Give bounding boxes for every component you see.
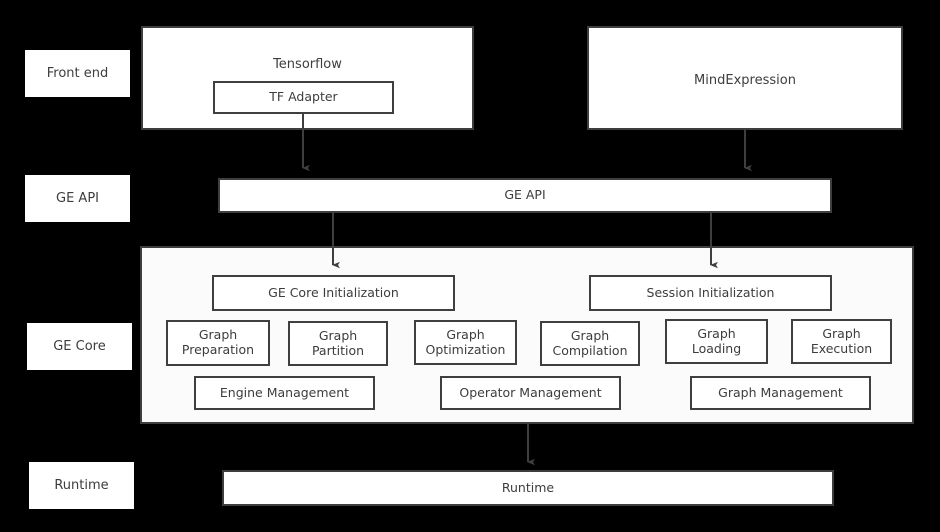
layer-label-runtime: Runtime [29,462,134,509]
module-line-2: Partition [311,342,365,358]
graph-management-box[interactable]: Graph Management [690,376,871,410]
session-initialization-box[interactable]: Session Initialization [589,275,832,311]
session-initialization-label: Session Initialization [646,284,775,300]
module-line-2: Loading [691,340,742,356]
graph-management-label: Graph Management [718,384,843,400]
ge-core-initialization-box[interactable]: GE Core Initialization [212,275,455,311]
framework-tensorflow[interactable]: Tensorflow [141,26,474,130]
module-graph-loading[interactable]: Graph Loading [665,319,768,364]
operator-management-label: Operator Management [459,384,602,400]
module-graph-optimization[interactable]: Graph Optimization [414,320,517,365]
layer-label-front-end: Front end [25,50,130,97]
runtime-bar[interactable]: Runtime [222,470,834,506]
framework-mindexpression-label: MindExpression [694,73,796,88]
layer-label-text: GE Core [53,338,106,354]
engine-management-box[interactable]: Engine Management [194,376,375,410]
tf-adapter-box[interactable]: TF Adapter [213,81,394,114]
layer-label-ge-api: GE API [25,175,130,222]
operator-management-box[interactable]: Operator Management [440,376,621,410]
module-line-1: Graph [697,325,736,341]
module-line-1: Graph [318,327,358,343]
module-graph-execution[interactable]: Graph Execution [791,319,892,364]
module-line-2: Compilation [552,342,628,358]
framework-mindexpression[interactable]: MindExpression [587,26,903,130]
ge-core-initialization-label: GE Core Initialization [268,284,399,300]
ge-api-bar-label: GE API [504,187,546,203]
engine-management-label: Engine Management [219,384,350,400]
module-line-1: Graph [198,327,238,343]
ge-api-bar[interactable]: GE API [218,178,832,213]
module-line-2: Optimization [425,341,506,357]
module-graph-preparation[interactable]: Graph Preparation [166,320,270,366]
module-line-2: Execution [810,340,873,356]
module-line-1: Graph [570,327,610,343]
runtime-bar-label: Runtime [501,479,555,495]
module-graph-partition[interactable]: Graph Partition [288,321,388,366]
tf-adapter-label: TF Adapter [269,89,338,105]
layer-label-text: Front end [46,65,109,81]
layer-label-text: GE API [56,190,99,206]
module-line-1: Graph [822,325,861,341]
module-line-2: Preparation [181,342,255,357]
layer-label-ge-core: GE Core [27,323,132,370]
framework-tensorflow-label: Tensorflow [273,57,342,72]
module-graph-compilation[interactable]: Graph Compilation [540,321,640,366]
layer-label-text: Runtime [54,477,109,493]
module-line-1: Graph [446,326,485,342]
